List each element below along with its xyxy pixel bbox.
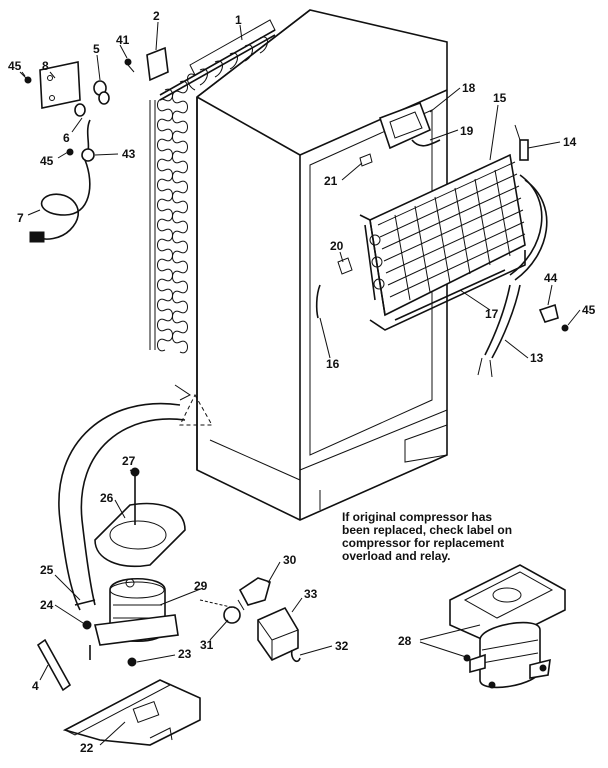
callout-18: 18	[462, 81, 476, 95]
callout-30: 30	[283, 553, 297, 567]
bracket	[146, 46, 169, 82]
callout-5: 5	[93, 42, 100, 56]
note-line-4: overload and relay.	[342, 549, 451, 563]
relay-clips	[74, 80, 110, 117]
callout-29: 29	[194, 579, 208, 593]
defrost-heater	[394, 269, 506, 321]
callout-41: 41	[116, 33, 130, 47]
callout-24: 24	[40, 598, 54, 612]
callout-45-top: 45	[8, 59, 22, 73]
callout-25: 25	[40, 563, 54, 577]
compressor	[94, 577, 179, 646]
callout-16: 16	[326, 357, 340, 371]
callout-23: 23	[178, 647, 192, 661]
overload	[81, 148, 95, 162]
capacitor	[257, 606, 299, 662]
callout-27: 27	[122, 454, 136, 468]
note-line-2: been replaced, check label on	[342, 523, 512, 537]
callout-15: 15	[493, 91, 507, 105]
screw-head	[561, 324, 569, 332]
callout-22: 22	[80, 741, 94, 755]
grommet	[127, 657, 137, 667]
dashed-arrow-head	[179, 393, 213, 426]
callout-13: 13	[530, 351, 544, 365]
grommet	[82, 620, 92, 630]
callout-21: 21	[324, 174, 338, 188]
screw-head	[124, 58, 132, 66]
callout-20: 20	[330, 239, 344, 253]
cabinet	[196, 9, 448, 521]
bracket-clip	[290, 649, 301, 662]
replacement-compressor	[449, 564, 566, 689]
callout-6: 6	[63, 131, 70, 145]
plug	[29, 231, 45, 243]
callout-33: 33	[304, 587, 318, 601]
flow-arrow	[174, 384, 191, 401]
callout-31: 31	[200, 638, 214, 652]
callout-26: 26	[100, 491, 114, 505]
mounting-bracket	[39, 61, 81, 109]
screw-head	[24, 76, 32, 84]
replacement-note: If original compressor has been replaced…	[342, 510, 512, 563]
compressor-mount	[94, 467, 186, 567]
base-pan	[62, 679, 201, 746]
clip	[538, 303, 559, 323]
condenser-coil	[149, 19, 276, 354]
wire	[86, 119, 91, 151]
power-cord	[39, 159, 91, 240]
callout-2: 2	[153, 9, 160, 23]
filter-drier	[36, 638, 72, 692]
callout-45-mid: 45	[40, 154, 54, 168]
callout-4: 4	[32, 679, 39, 693]
screw-head	[66, 148, 74, 156]
wire-harness	[315, 284, 321, 319]
evaporator	[359, 124, 529, 331]
note-line-1: If original compressor has	[342, 510, 492, 524]
switch	[337, 257, 353, 275]
callout-8: 8	[42, 59, 49, 73]
callout-19: 19	[460, 124, 474, 138]
callout-32: 32	[335, 639, 349, 653]
note-line-3: compressor for replacement	[342, 536, 504, 550]
thermostat-bracket	[378, 101, 441, 150]
callout-1: 1	[235, 13, 242, 27]
callout-28: 28	[398, 634, 412, 648]
callout-17: 17	[485, 307, 499, 321]
tube	[74, 599, 96, 606]
overload-protector	[223, 606, 241, 624]
callout-7: 7	[17, 211, 24, 225]
callout-44: 44	[544, 271, 558, 285]
callout-14: 14	[563, 135, 577, 149]
leader-lines	[21, 21, 581, 746]
relay	[238, 577, 271, 606]
callouts: 1 2 5 8 41 45 6 45 43 7 18 15 19 14 21 2…	[8, 9, 596, 755]
callout-43: 43	[122, 147, 136, 161]
drain-tube	[484, 284, 521, 359]
drain-hose	[58, 402, 181, 611]
callout-45-right: 45	[582, 303, 596, 317]
